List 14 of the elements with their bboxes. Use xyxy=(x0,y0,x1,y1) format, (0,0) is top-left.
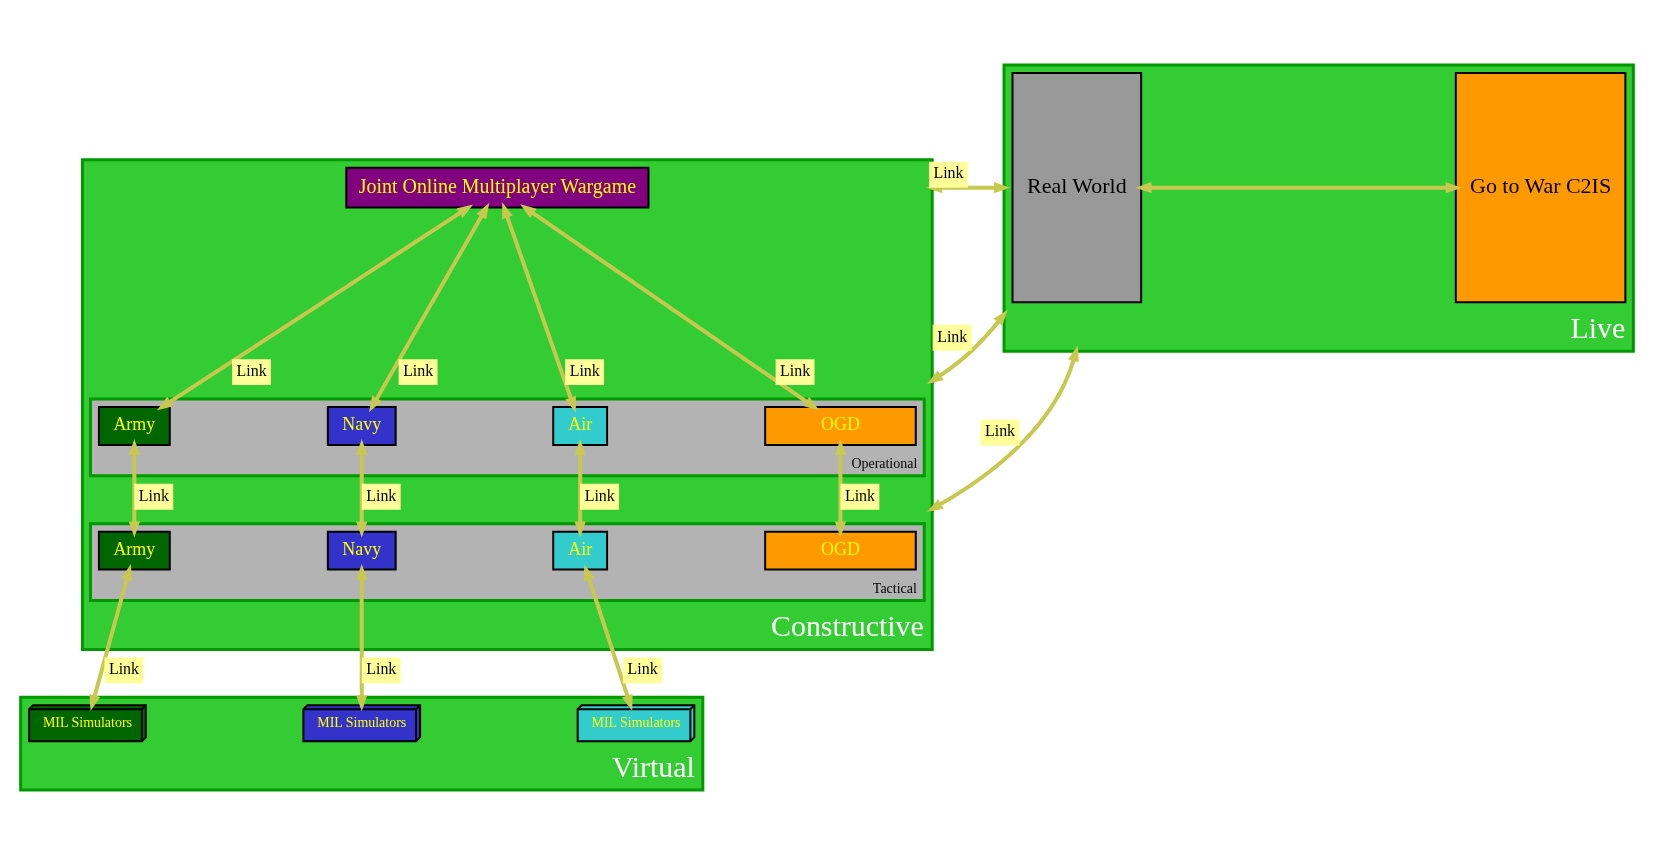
edge-label: Link xyxy=(584,486,615,504)
edge-label: Link xyxy=(844,486,876,504)
edge-label: Link xyxy=(933,164,964,182)
edge-label: Link xyxy=(108,660,140,678)
edge-label: Link xyxy=(138,486,169,504)
edge-label: Link xyxy=(627,660,658,678)
edge-label: Link xyxy=(937,327,968,345)
edge-label: Link xyxy=(366,660,397,678)
edge-label: Link xyxy=(236,361,267,379)
edge-label: Link xyxy=(366,486,397,504)
edge-label: Link xyxy=(403,361,434,379)
edge-label: Link xyxy=(780,361,811,379)
edge-label: Link xyxy=(569,361,600,379)
edge-label: Link xyxy=(984,422,1016,440)
